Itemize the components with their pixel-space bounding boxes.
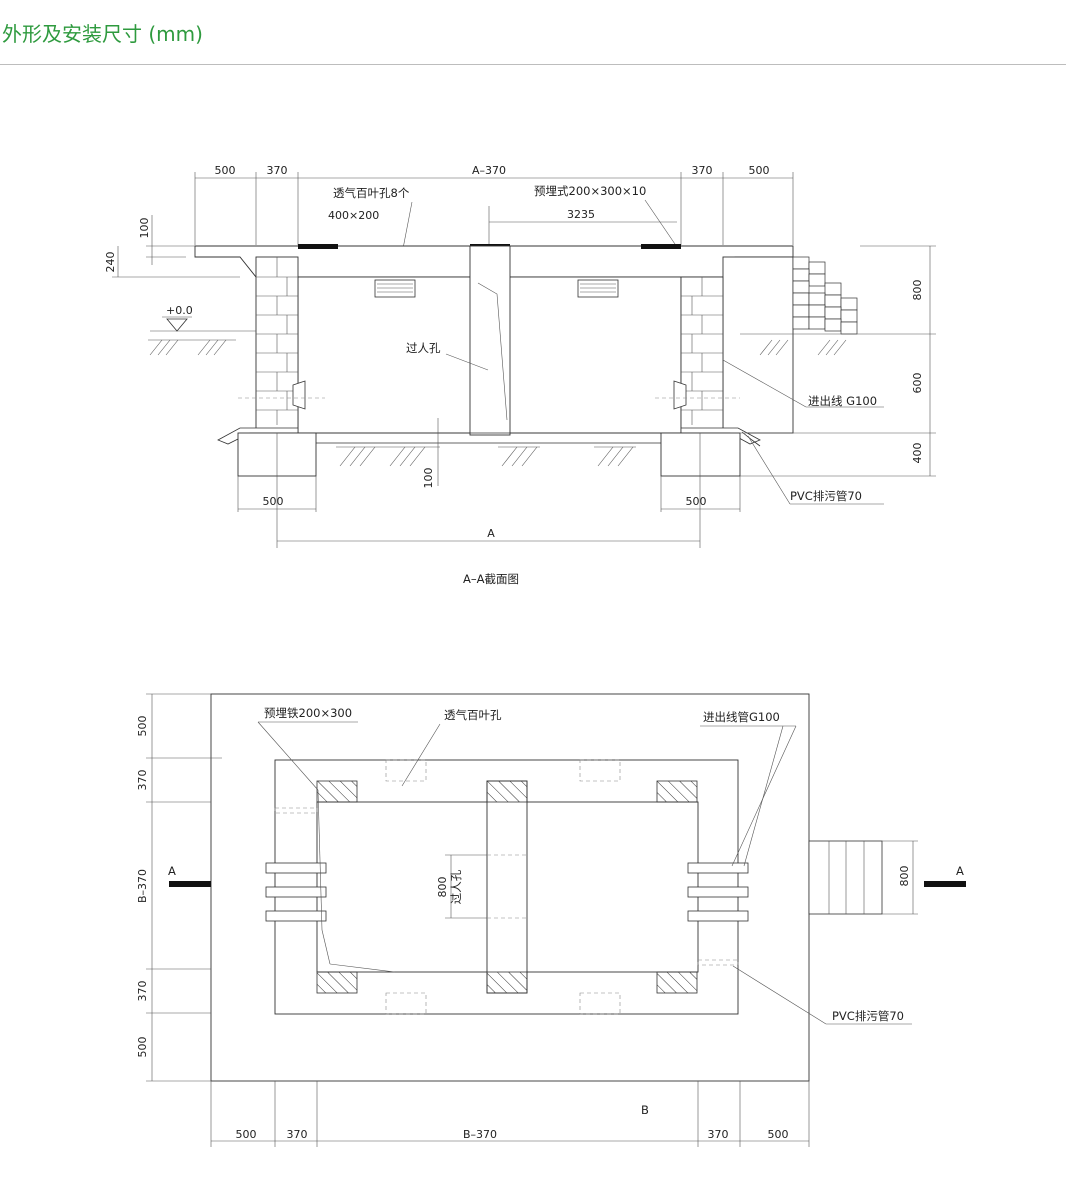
section-marker-left: A xyxy=(168,864,176,878)
ground-level: +0.0 xyxy=(166,304,193,317)
embedded-iron-label: 预埋铁200×300 xyxy=(264,706,352,720)
pipes-right xyxy=(687,862,749,922)
bottom-dim-1: 500 xyxy=(236,1128,257,1141)
right-brick-wall xyxy=(680,276,724,434)
cable-label: 进出线 G100 xyxy=(808,394,877,408)
drain-label: PVC排污管70 xyxy=(790,489,862,503)
section-caption: A–A截面图 xyxy=(463,572,519,586)
dim-240: 240 xyxy=(104,252,117,273)
plan-bottom-label: B xyxy=(641,1103,649,1117)
vent-louver-left xyxy=(374,279,416,298)
overall-dim-a: A xyxy=(487,527,495,540)
dim-100-bottom: 100 xyxy=(422,468,435,489)
bottom-dim-3: B–370 xyxy=(463,1128,497,1141)
top-dim-3: A–370 xyxy=(472,164,506,177)
bottom-dim-2: 370 xyxy=(287,1128,308,1141)
left-dim-2: 370 xyxy=(136,770,149,791)
span-3235: 3235 xyxy=(567,208,595,221)
top-dim-2: 370 xyxy=(267,164,288,177)
section-view: 500 370 A–370 370 500 透气百叶孔8个 400×200 预埋… xyxy=(104,164,936,586)
bottom-dim-left: 500 xyxy=(263,495,284,508)
vent-size: 400×200 xyxy=(328,209,379,222)
bottom-dim-5: 500 xyxy=(768,1128,789,1141)
right-dim-600: 600 xyxy=(911,373,924,394)
top-dim-4: 370 xyxy=(692,164,713,177)
page-title: 外形及安装尺寸 (mm) xyxy=(2,22,203,46)
embedded-iron-bl xyxy=(316,971,358,994)
step-dim: 800 xyxy=(898,866,911,887)
vent-louver-right xyxy=(577,279,619,298)
left-brick-wall xyxy=(255,256,299,434)
plan-view: 800 过人孔 预埋铁200×300 透气百叶孔 进出线管G100 PVC排污管… xyxy=(136,693,966,1147)
manhole-label-plan: 过人孔 xyxy=(449,869,463,904)
drain-label-plan: PVC排污管70 xyxy=(832,1009,904,1023)
plan-steps xyxy=(808,840,883,915)
top-dim-1: 500 xyxy=(215,164,236,177)
embedded-iron-tl xyxy=(316,780,358,803)
stair-bricks xyxy=(792,256,858,335)
left-dim-5: 500 xyxy=(136,1037,149,1058)
header-divider xyxy=(0,64,1066,65)
section-marker-right: A xyxy=(956,864,964,878)
left-dim-1: 500 xyxy=(136,716,149,737)
left-dim-4: 370 xyxy=(136,981,149,1002)
bottom-dim-right: 500 xyxy=(686,495,707,508)
embedded-label: 预埋式200×300×10 xyxy=(534,184,646,198)
left-dim-3: B–370 xyxy=(136,869,149,903)
embedded-iron-br xyxy=(656,971,698,994)
right-dim-800: 800 xyxy=(911,280,924,301)
bottom-dim-4: 370 xyxy=(708,1128,729,1141)
top-dim-5: 500 xyxy=(749,164,770,177)
right-dim-400: 400 xyxy=(911,443,924,464)
pipes-left xyxy=(265,862,327,922)
cable-label-plan: 进出线管G100 xyxy=(703,710,780,724)
manhole-size: 800 xyxy=(436,877,449,898)
manhole-label: 过人孔 xyxy=(406,341,441,355)
vent-label: 透气百叶孔8个 xyxy=(333,186,410,200)
dim-100-top: 100 xyxy=(138,218,151,239)
embedded-iron-tr xyxy=(656,780,698,803)
vent-label-plan: 透气百叶孔 xyxy=(444,708,502,722)
